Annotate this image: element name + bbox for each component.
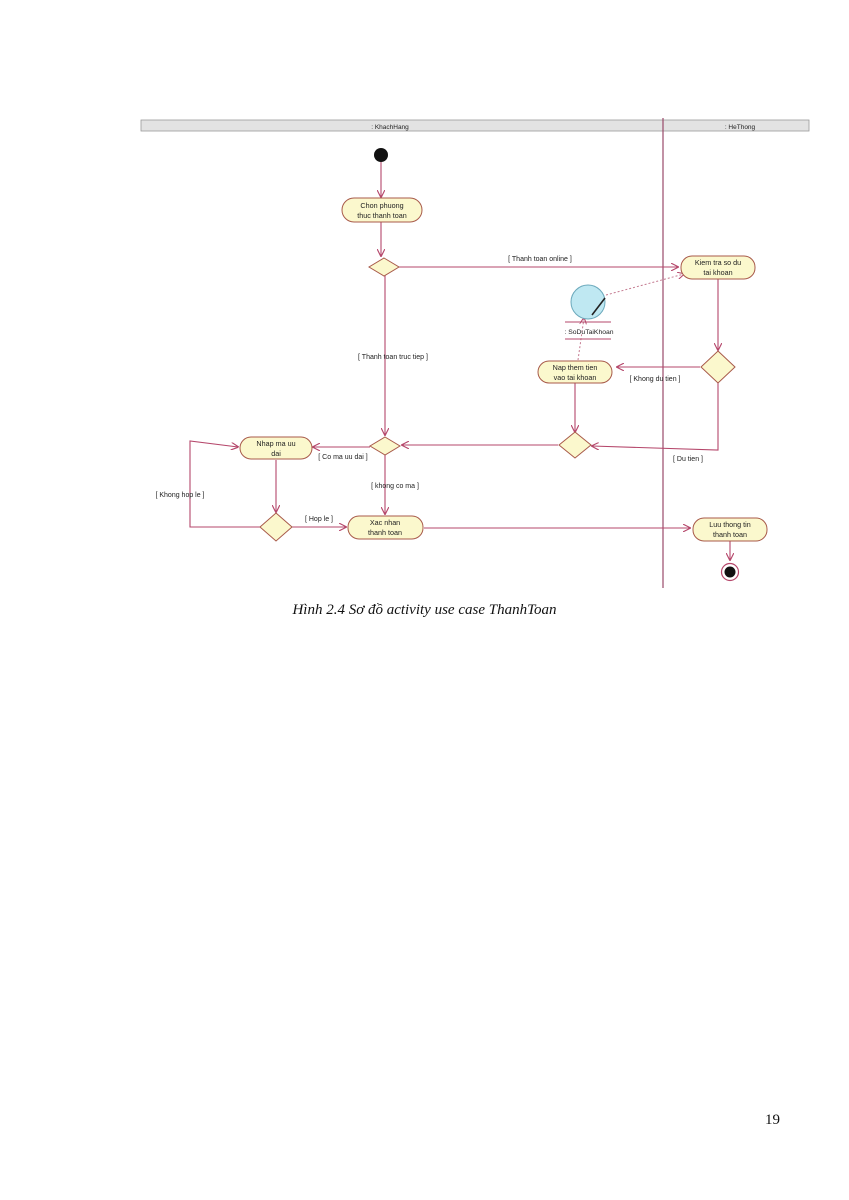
decision-promo-code (369, 436, 401, 456)
flow-du-tien (592, 383, 719, 451)
decision-balance (700, 350, 736, 384)
activity-chon-phuong-thuc (341, 197, 423, 223)
guard-du-tien: [ Du tien ] (673, 456, 703, 463)
object-node-sodutaikhoan: : SoDuTaiKhoan (564, 284, 614, 340)
guard-khong-co-ma: [ khong co ma ] (371, 483, 419, 490)
guard-khong-hop-le: [ Khong hop le ] (155, 492, 204, 499)
activity-xac-nhan-thanh-toan (347, 515, 424, 540)
label-chon-line1: Chon phuong (360, 201, 403, 210)
label-nap-line1: Nap them tien (553, 363, 598, 372)
label-chon-line2: thuc thanh toan (357, 211, 407, 220)
activity-nap-them-tien (537, 360, 613, 384)
decision-code-valid (259, 512, 293, 542)
page-number: 19 (765, 1112, 780, 1128)
lane-label-hethong: : HeThong (725, 124, 756, 131)
initial-node (374, 148, 388, 162)
lane-label-khachhang: : KhachHang (371, 124, 409, 131)
activity-nhap-ma-uu-dai (239, 436, 313, 460)
guard-thanh-toan-truc-tiep: [ Thanh toan truc tiep ] (358, 354, 428, 361)
guard-co-ma-uu-dai: [ Co ma uu dai ] (318, 454, 367, 461)
label-xacnhan-line1: Xac nhan (370, 518, 400, 527)
label-kiemtra-line1: Kiem tra so du (695, 258, 741, 267)
flow-khong-hop-le (189, 440, 260, 528)
guard-hop-le: [ Hop le ] (305, 516, 333, 523)
object-node-label: : SoDuTaiKhoan (564, 329, 613, 336)
label-xacnhan-line2: thanh toan (368, 528, 402, 537)
label-luu-line2: thanh toan (713, 530, 747, 539)
decision-payment-method (368, 257, 400, 277)
lane-header-bar (140, 119, 810, 132)
label-nap-line2: vao tai khoan (554, 373, 597, 382)
activity-diagram: : KhachHang : HeThong (140, 118, 810, 588)
label-nhap-line2: dai (271, 449, 281, 458)
guard-khong-du-tien: [ Khong du tien ] (630, 376, 681, 383)
label-kiemtra-line2: tai khoan (703, 268, 732, 277)
final-node (724, 566, 736, 578)
objectflow-kiemtra-to-sodu (605, 274, 684, 296)
activity-luu-thong-tin (692, 517, 768, 542)
guard-thanh-toan-online: [ Thanh toan online ] (508, 256, 572, 263)
label-nhap-line1: Nhap ma uu (256, 439, 295, 448)
label-luu-line1: Luu thong tin (709, 520, 751, 529)
activity-kiem-tra-so-du (680, 255, 756, 280)
figure-caption: Hình 2.4 Sơ đồ activity use case ThanhTo… (292, 602, 557, 618)
merge-node (558, 431, 592, 459)
